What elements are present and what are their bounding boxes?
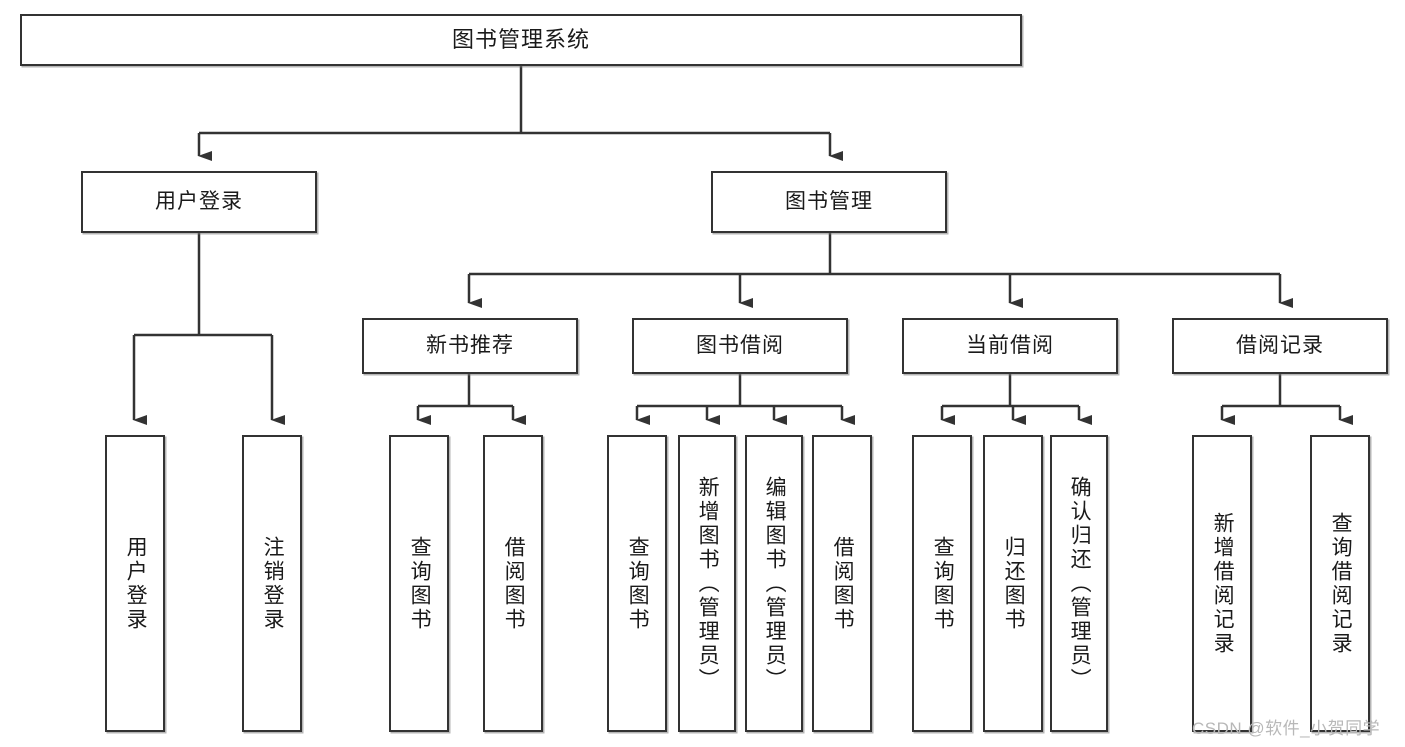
node-leaf-borrow-book-2-label: 借阅图书 (831, 535, 855, 632)
node-leaf-query-book-3-label: 查询图书 (931, 535, 955, 632)
node-root-label: 图书管理系统 (451, 26, 590, 52)
node-leaf-user-logout[interactable]: 注销登录 (242, 435, 302, 732)
node-leaf-borrow-book-1-label: 借阅图书 (502, 535, 526, 632)
node-leaf-edit-book-label: 编辑图书（管理员） (763, 475, 787, 692)
node-new-book-recommend-label: 新书推荐 (426, 334, 514, 358)
node-leaf-add-record[interactable]: 新增借阅记录 (1192, 435, 1252, 732)
node-book-borrow-label: 图书借阅 (696, 334, 784, 358)
node-leaf-user-login[interactable]: 用户登录 (105, 435, 165, 732)
node-leaf-borrow-book-2[interactable]: 借阅图书 (812, 435, 872, 732)
node-current-borrow-label: 当前借阅 (966, 334, 1054, 358)
node-leaf-confirm-return-label: 确认归还（管理员） (1068, 475, 1092, 692)
node-leaf-user-logout-label: 注销登录 (261, 535, 285, 632)
node-leaf-return-book-label: 归还图书 (1002, 535, 1026, 632)
node-leaf-borrow-book-1[interactable]: 借阅图书 (483, 435, 543, 732)
node-book-borrow[interactable]: 图书借阅 (632, 318, 848, 374)
node-leaf-confirm-return[interactable]: 确认归还（管理员） (1050, 435, 1108, 732)
node-user-login-label: 用户登录 (155, 190, 243, 214)
node-leaf-add-book[interactable]: 新增图书（管理员） (678, 435, 736, 732)
node-leaf-query-book-1-label: 查询图书 (408, 535, 432, 632)
node-new-book-recommend[interactable]: 新书推荐 (362, 318, 578, 374)
node-leaf-add-book-label: 新增图书（管理员） (696, 475, 720, 692)
node-borrow-record[interactable]: 借阅记录 (1172, 318, 1388, 374)
node-leaf-return-book[interactable]: 归还图书 (983, 435, 1043, 732)
node-book-manage[interactable]: 图书管理 (711, 171, 947, 233)
node-leaf-query-book-2[interactable]: 查询图书 (607, 435, 667, 732)
node-leaf-add-record-label: 新增借阅记录 (1211, 511, 1235, 656)
node-leaf-query-record[interactable]: 查询借阅记录 (1310, 435, 1370, 732)
node-leaf-query-book-3[interactable]: 查询图书 (912, 435, 972, 732)
node-borrow-record-label: 借阅记录 (1236, 334, 1324, 358)
node-leaf-query-book-2-label: 查询图书 (626, 535, 650, 632)
node-leaf-query-record-label: 查询借阅记录 (1329, 511, 1353, 656)
node-current-borrow[interactable]: 当前借阅 (902, 318, 1118, 374)
node-leaf-query-book-1[interactable]: 查询图书 (389, 435, 449, 732)
node-book-manage-label: 图书管理 (785, 190, 873, 214)
csdn-watermark: CSDN @软件_小贺同学 (1192, 719, 1381, 738)
node-user-login[interactable]: 用户登录 (81, 171, 317, 233)
node-leaf-user-login-label: 用户登录 (124, 535, 148, 632)
node-root[interactable]: 图书管理系统 (20, 14, 1022, 66)
node-leaf-edit-book[interactable]: 编辑图书（管理员） (745, 435, 803, 732)
